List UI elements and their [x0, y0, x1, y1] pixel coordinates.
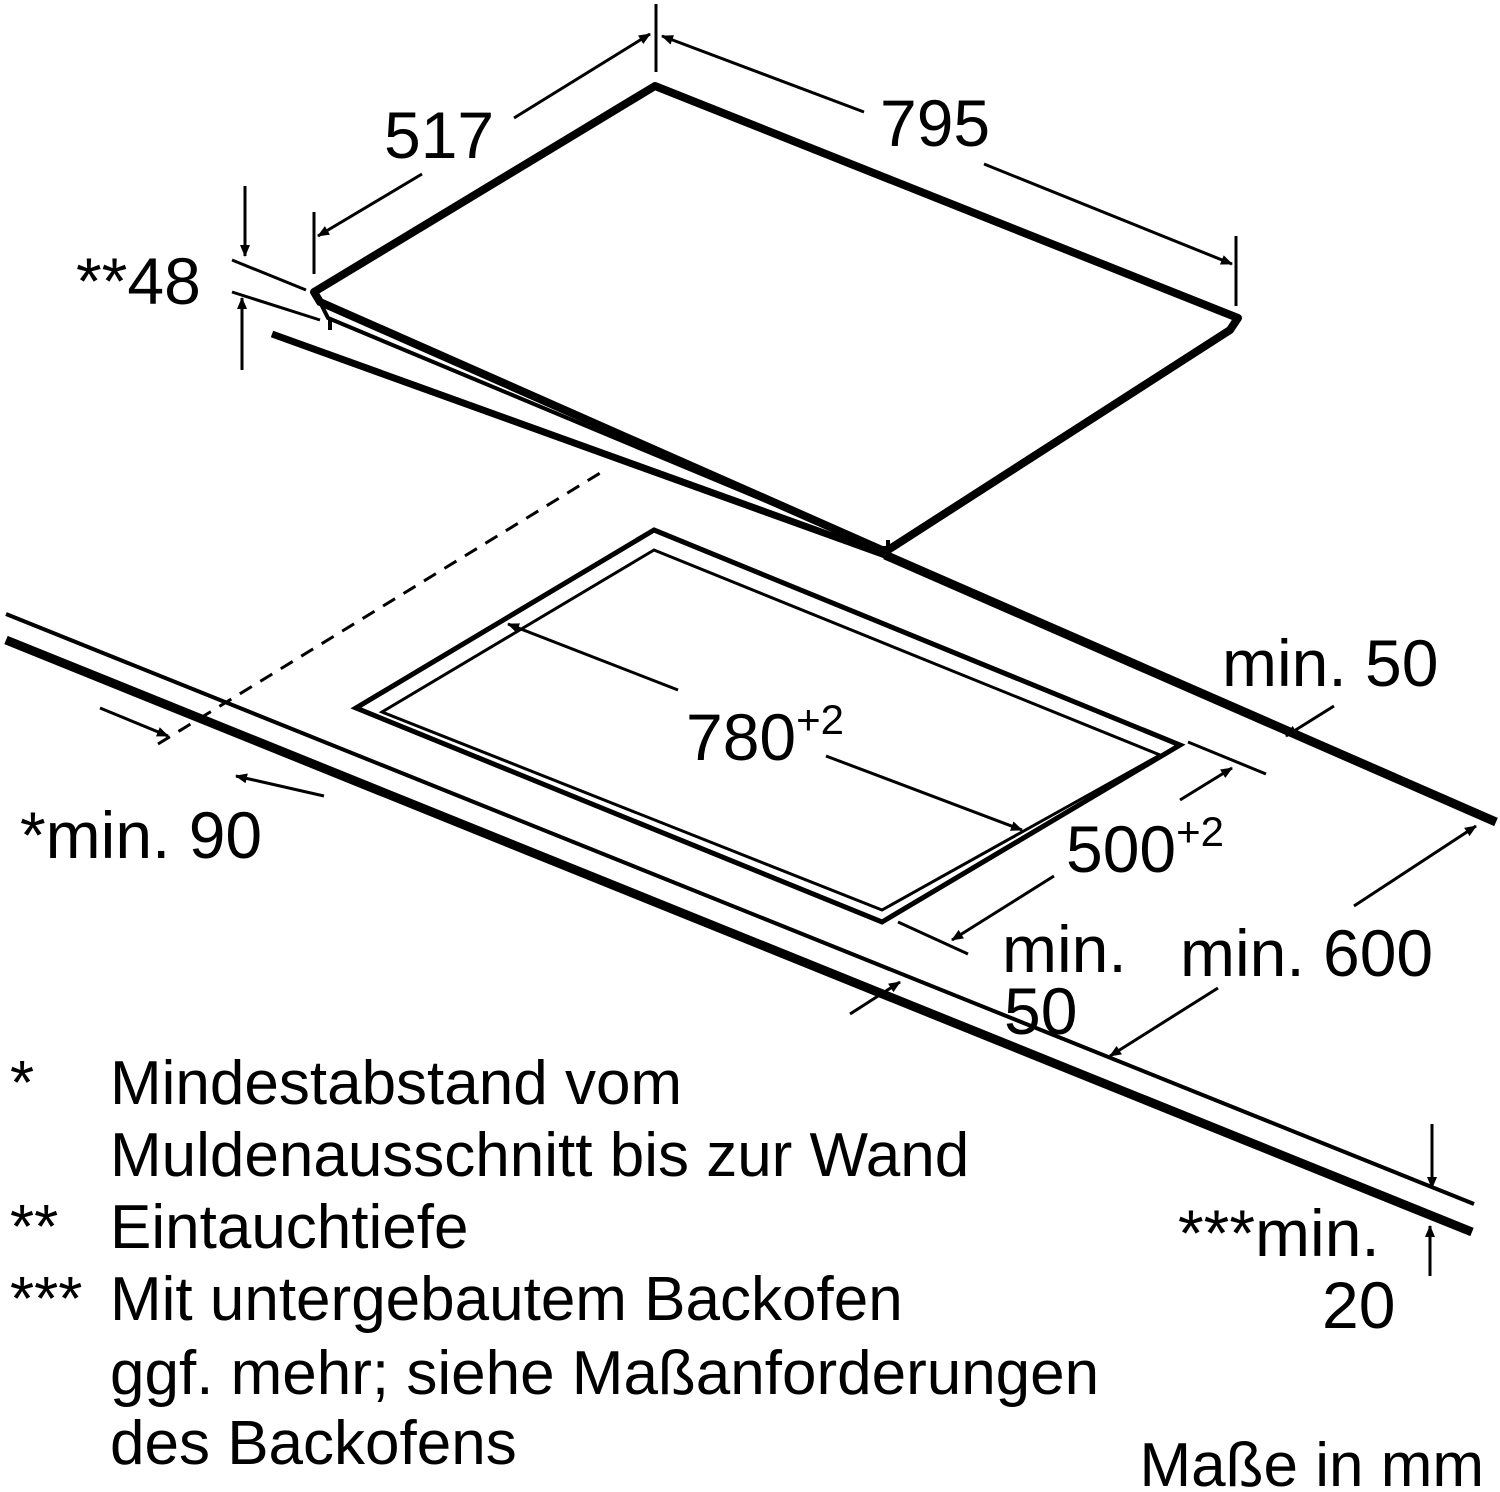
label-rear-min: min. 50 [1222, 626, 1438, 700]
label-cutout-depth-tolerance: +2 [1176, 808, 1224, 855]
label-front-min-line2: 50 [1004, 974, 1077, 1048]
label-cutout-width-tolerance: +2 [796, 696, 844, 743]
label-cutout-depth-value: 500 [1066, 812, 1176, 886]
label-front-min-line1: min. [1002, 912, 1127, 986]
label-cutout-depth: 500+2 [1066, 808, 1224, 886]
label-795: 795 [880, 86, 990, 160]
footnote-marker-1: * [10, 1049, 34, 1118]
units-label: Maße in mm [1140, 1431, 1484, 1492]
footnote-3-line-3: des Backofens [110, 1409, 517, 1478]
wall-reference-dashed-line [157, 468, 606, 746]
label-oven-min-line1: ***min. [1178, 1196, 1380, 1270]
label-cutout-width-value: 780 [686, 700, 796, 774]
label-wall-min: *min. 90 [20, 798, 262, 872]
footnote-marker-2: ** [10, 1193, 58, 1262]
label-cutout-width: 780+2 [686, 696, 844, 774]
worktop [4, 550, 1498, 1237]
footnote-3-line-1: Mit untergebautem Backofen [110, 1265, 903, 1334]
hob-underside-edge [270, 330, 887, 559]
footnote-marker-3: *** [10, 1265, 82, 1334]
dimension-lines [99, 4, 1477, 1276]
label-immersion-depth: **48 [76, 244, 201, 318]
label-cabinet-min: min. 600 [1180, 916, 1433, 990]
footnote-1-line-2: Muldenausschnitt bis zur Wand [110, 1121, 969, 1190]
footnote-1-line-1: Mindestabstand vom [110, 1049, 682, 1118]
footnote-3-line-2: ggf. mehr; siehe Maßanforderungen [110, 1339, 1099, 1408]
footnotes: * Mindestabstand vom Muldenausschnitt bi… [10, 1049, 1099, 1478]
label-517: 517 [384, 98, 494, 172]
hob-outline [310, 82, 1242, 556]
label-oven-min-line2: 20 [1322, 1268, 1395, 1342]
footnote-2-line-1: Eintauchtiefe [110, 1193, 468, 1262]
cutout-outline [350, 527, 1186, 925]
